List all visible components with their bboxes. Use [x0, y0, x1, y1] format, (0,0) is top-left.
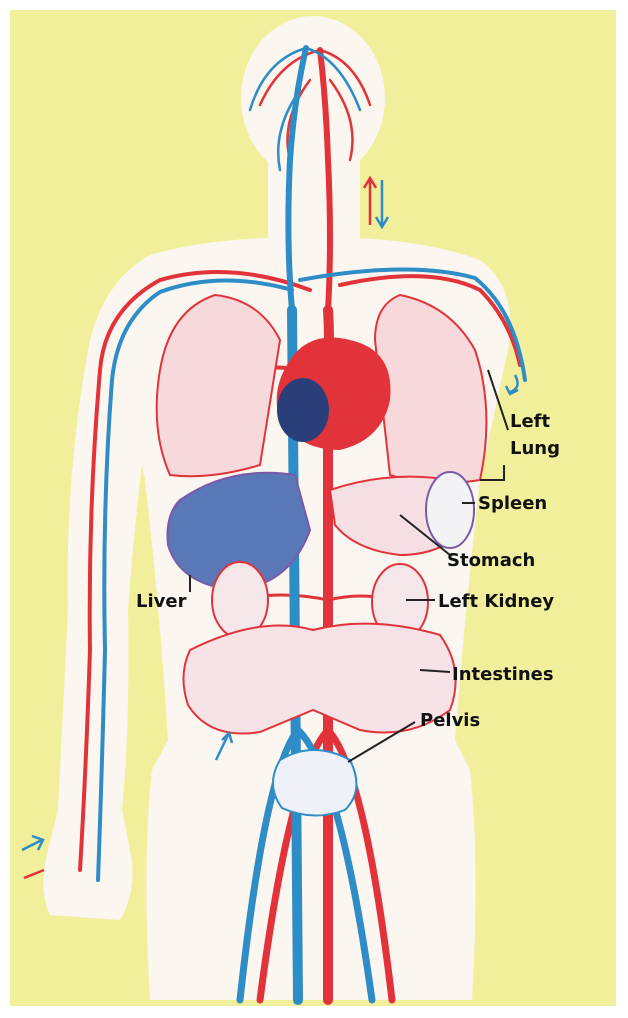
label-spleen: Spleen	[478, 493, 547, 514]
neck	[268, 160, 360, 250]
spleen	[426, 472, 474, 548]
label-intestines: Intestines	[452, 664, 554, 685]
label-left-lung-2: Lung	[510, 438, 560, 459]
pelvis	[273, 750, 356, 816]
right-atrium	[277, 378, 329, 442]
label-pelvis: Pelvis	[420, 710, 480, 731]
circulatory-diagram: Left Lung Spleen Stomach Liver Left Kidn…	[10, 10, 616, 1006]
label-left-kidney: Left Kidney	[438, 591, 554, 612]
label-stomach: Stomach	[447, 550, 535, 571]
label-left-lung-1: Left	[510, 411, 551, 432]
label-liver: Liver	[136, 591, 187, 612]
